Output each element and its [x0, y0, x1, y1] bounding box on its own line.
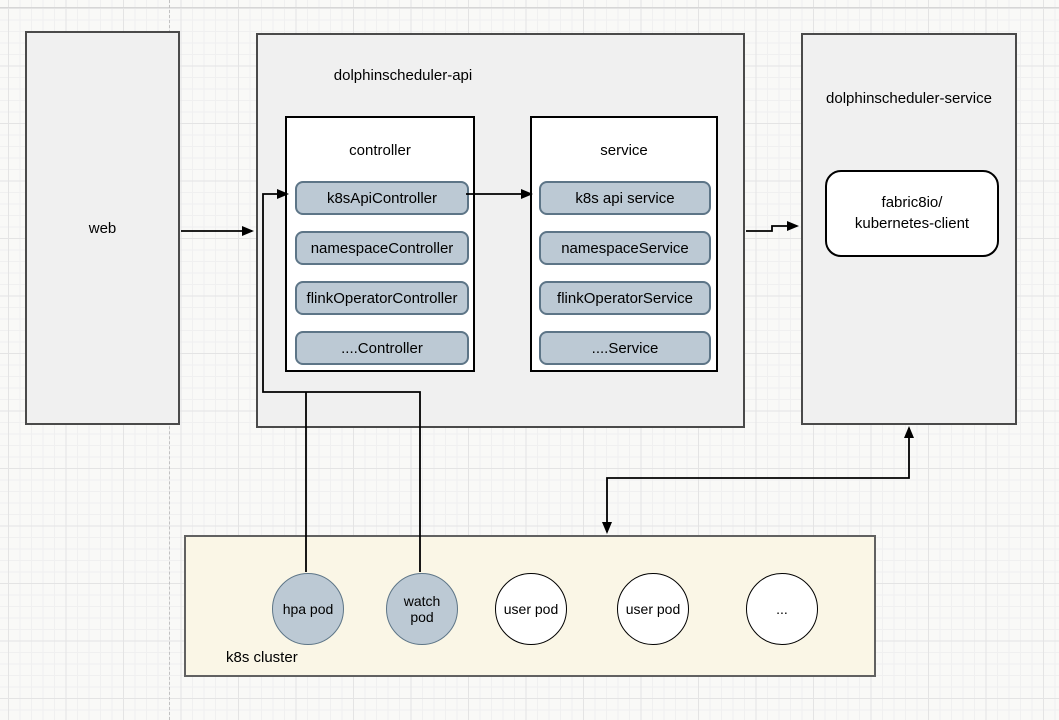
pill-k8s-api-service: k8s api service — [539, 181, 711, 215]
pod-watch: watch pod — [386, 573, 458, 645]
arrow-dss-cluster-bidirectional — [602, 426, 914, 534]
web-box: web — [25, 31, 180, 425]
dolphinscheduler-api-label: dolphinscheduler-api — [333, 67, 473, 84]
service-box: service k8s api service namespaceService… — [530, 116, 718, 372]
dolphinscheduler-service-box: dolphinscheduler-service fabric8io/ kube… — [801, 33, 1017, 425]
pod-user-1: user pod — [495, 573, 567, 645]
web-label: web — [88, 219, 117, 237]
pill-flink-operator-service: flinkOperatorService — [539, 281, 711, 315]
pill-namespace-controller: namespaceController — [295, 231, 469, 265]
controller-title: controller — [349, 142, 411, 159]
dolphinscheduler-service-label: dolphinscheduler-service — [826, 90, 992, 107]
pod-user-2: user pod — [617, 573, 689, 645]
arrow-api-to-dss — [746, 221, 799, 232]
pod-hpa: hpa pod — [272, 573, 344, 645]
pill-namespace-service: namespaceService — [539, 231, 711, 265]
k8s-cluster-box: k8s cluster hpa pod watch pod user pod u… — [184, 535, 876, 677]
fabric8io-kubernetes-client-box: fabric8io/ kubernetes-client — [825, 170, 999, 257]
pod-ellipsis: ... — [746, 573, 818, 645]
page-boundary-horizontal — [0, 7, 1059, 8]
dolphinscheduler-api-box: dolphinscheduler-api controller k8sApiCo… — [256, 33, 745, 428]
pill-flink-operator-controller: flinkOperatorController — [295, 281, 469, 315]
k8s-cluster-label: k8s cluster — [226, 649, 298, 666]
controller-box: controller k8sApiController namespaceCon… — [285, 116, 475, 372]
pill-etc-controller: ....Controller — [295, 331, 469, 365]
service-title: service — [600, 142, 648, 159]
pill-k8s-api-controller: k8sApiController — [295, 181, 469, 215]
pill-etc-service: ....Service — [539, 331, 711, 365]
